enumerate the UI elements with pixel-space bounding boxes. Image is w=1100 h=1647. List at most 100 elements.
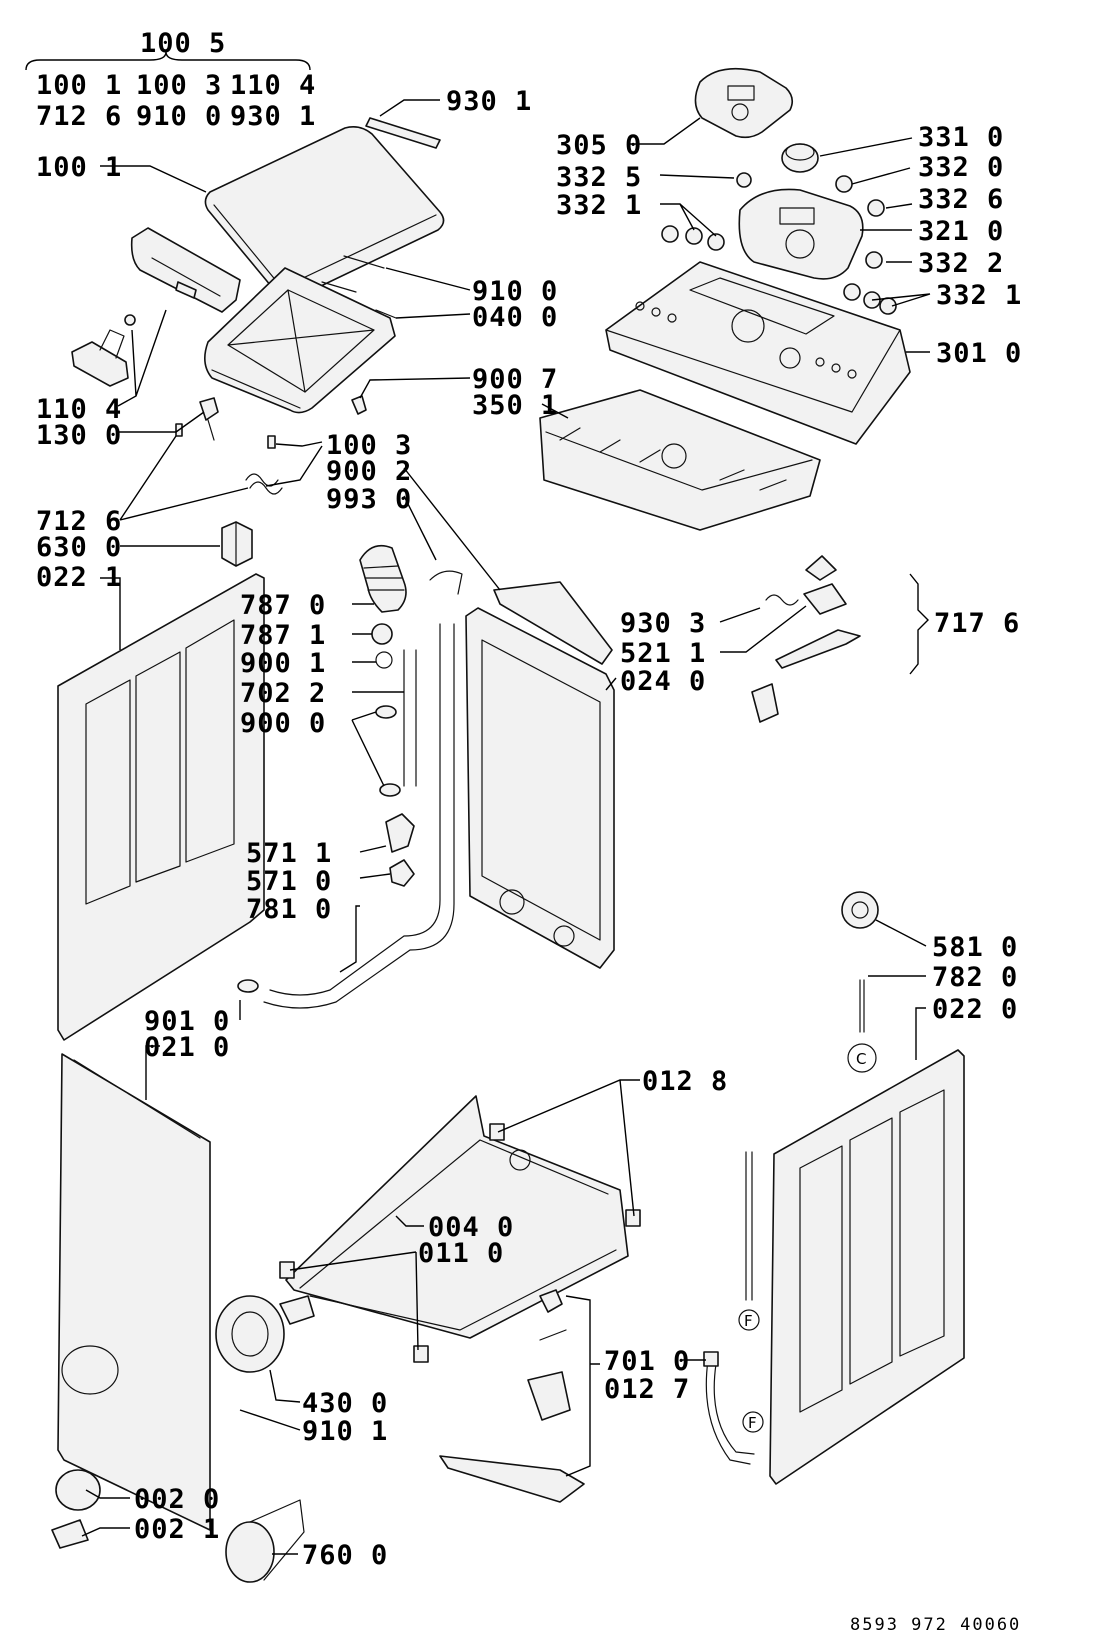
label-900-2: 900 2 (326, 456, 412, 487)
label-012-7: 012 7 (604, 1374, 690, 1405)
label-910-0-group: 910 0 (136, 101, 222, 132)
label-321-0: 321 0 (918, 216, 1004, 247)
panel-insert-part (738, 188, 864, 280)
label-630-0: 630 0 (36, 532, 122, 563)
fascia-decal-part (694, 67, 794, 139)
label-521-1: 521 1 (620, 638, 706, 669)
label-305-0: 305 0 (556, 130, 642, 161)
label-332-1-a: 332 1 (556, 190, 642, 221)
label-332-2: 332 2 (918, 248, 1004, 279)
label-332-6: 332 6 (918, 184, 1004, 215)
label-004-0: 004 0 (428, 1212, 514, 1243)
pressure-switch-part (841, 891, 879, 1073)
front-panel-part (57, 1053, 211, 1531)
pump-filter-part (225, 1499, 305, 1583)
service-flap-part (51, 1469, 101, 1549)
label-717-6: 717 6 (934, 608, 1020, 639)
rod-parts (321, 255, 397, 319)
label-900-0: 900 0 (240, 708, 326, 739)
callout-labels: 100 5 100 1 100 3 110 4 712 6 910 0 930 … (36, 28, 1022, 1635)
connector-mark-f-upper: F (744, 1312, 753, 1330)
label-110-4: 110 4 (36, 394, 122, 425)
label-760-0: 760 0 (302, 1540, 388, 1571)
base-frame-part (285, 1095, 629, 1339)
front-trim-part (130, 227, 241, 313)
label-331-0: 331 0 (918, 122, 1004, 153)
drain-hose-part (263, 570, 463, 1009)
label-021-0: 021 0 (144, 1032, 230, 1063)
label-011-0: 011 0 (418, 1238, 504, 1269)
label-040-0: 040 0 (472, 302, 558, 333)
hinge-part (175, 397, 276, 449)
filter-mesh-part (371, 623, 393, 645)
top-lid-part (204, 126, 445, 300)
inlet-hose-part (703, 1351, 755, 1465)
label-002-0: 002 0 (134, 1484, 220, 1515)
clip-part (351, 395, 367, 415)
suspension-rod-part (738, 1151, 764, 1433)
hinge-bracket-part (71, 329, 129, 387)
rear-frame-part (465, 581, 615, 969)
cover-block-part (221, 521, 253, 567)
connector-mark-c: C (856, 1050, 866, 1068)
label-930-1: 930 1 (446, 86, 532, 117)
label-581-0: 581 0 (932, 932, 1018, 963)
label-571-0: 571 0 (246, 866, 332, 897)
label-571-1: 571 1 (246, 838, 332, 869)
label-782-0: 782 0 (932, 962, 1018, 993)
label-350-1: 350 1 (472, 390, 558, 421)
top-frame-part (204, 267, 396, 414)
label-781-0: 781 0 (246, 894, 332, 925)
connector-mark-f-lower: F (748, 1414, 757, 1432)
label-712-6-group: 712 6 (36, 101, 122, 132)
accessory-parts (439, 1289, 585, 1503)
screw-part (124, 314, 136, 326)
control-board-part (539, 389, 821, 531)
label-100-3-group: 100 3 (136, 70, 222, 101)
label-900-1: 900 1 (240, 648, 326, 679)
label-100-1: 100 1 (36, 152, 122, 183)
label-100-5: 100 5 (140, 28, 226, 59)
right-side-panel-part (769, 1049, 965, 1485)
label-430-0: 430 0 (302, 1388, 388, 1419)
label-910-1: 910 1 (302, 1416, 388, 1447)
label-022-0: 022 0 (932, 994, 1018, 1025)
label-130-0: 130 0 (36, 420, 122, 451)
label-100-1-group: 100 1 (36, 70, 122, 101)
control-console-part (605, 261, 911, 445)
inlet-bellows-part (359, 544, 407, 613)
clamp-part (375, 651, 393, 669)
label-332-5: 332 5 (556, 162, 642, 193)
label-701-0: 701 0 (604, 1346, 690, 1377)
label-024-0: 024 0 (620, 666, 706, 697)
label-332-1-b: 332 1 (936, 280, 1022, 311)
label-022-1: 022 1 (36, 562, 122, 593)
door-lock-parts (751, 555, 861, 723)
drain-pump-part (215, 1295, 315, 1373)
label-910-0: 910 0 (472, 276, 558, 307)
left-side-panel-part (57, 573, 265, 1041)
label-930-3: 930 3 (620, 608, 706, 639)
label-332-0: 332 0 (918, 152, 1004, 183)
label-787-0: 787 0 (240, 590, 326, 621)
label-702-2: 702 2 (240, 678, 326, 709)
label-993-0: 993 0 (326, 484, 412, 515)
lid-strip-part (365, 117, 441, 149)
label-012-8: 012 8 (642, 1066, 728, 1097)
label-930-1-group: 930 1 (230, 101, 316, 132)
label-100-3: 100 3 (326, 430, 412, 461)
label-712-6: 712 6 (36, 506, 122, 537)
label-787-1: 787 1 (240, 620, 326, 651)
hose-702-part (403, 649, 417, 787)
leader-lines (25, 51, 931, 1555)
label-900-7: 900 7 (472, 364, 558, 395)
label-901-0: 901 0 (144, 1006, 230, 1037)
label-110-4-group: 110 4 (230, 70, 316, 101)
label-002-1: 002 1 (134, 1514, 220, 1545)
label-301-0: 301 0 (936, 338, 1022, 369)
push-buttons-part (661, 172, 897, 315)
drawing-number: 8593 972 40060 (850, 1615, 1021, 1635)
valve-part (385, 813, 415, 887)
knob-part (781, 143, 819, 173)
